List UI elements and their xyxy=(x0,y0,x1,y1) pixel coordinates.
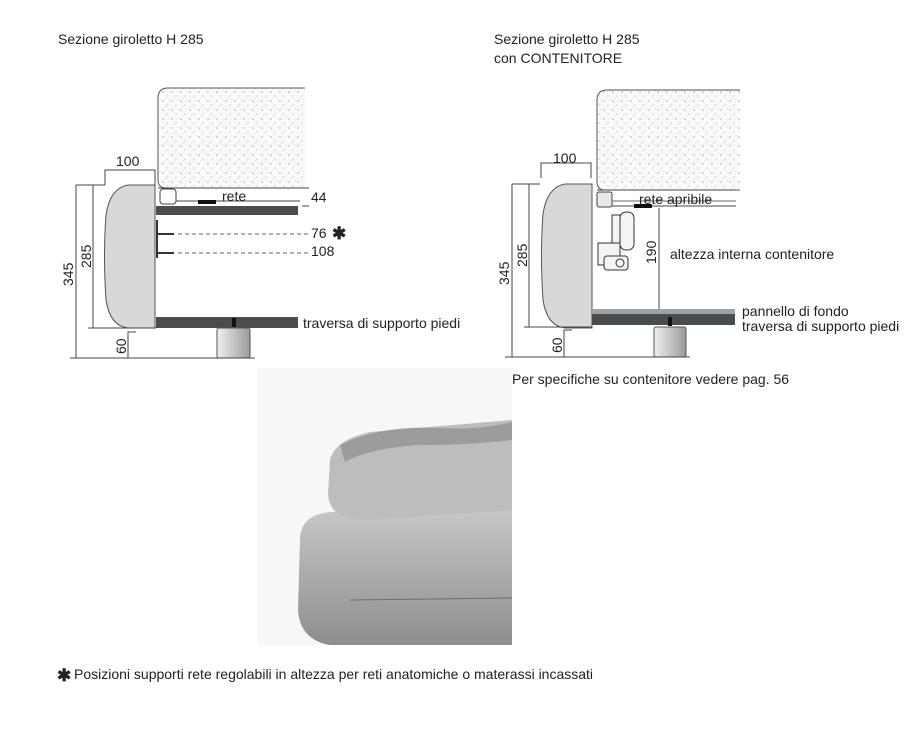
star-icon: ✱ xyxy=(332,224,346,243)
right-title-2: con CONTENITORE xyxy=(494,50,622,66)
rete-support-bar xyxy=(156,206,298,215)
label-traversa: traversa di supporto piedi xyxy=(742,318,899,334)
dim-width: 100 xyxy=(116,153,140,169)
dim-foot: 60 xyxy=(113,338,129,354)
star-icon: ✱ xyxy=(57,666,71,685)
dim-frame: 285 xyxy=(78,244,94,268)
side-panel xyxy=(104,184,156,329)
pannello-bar xyxy=(592,309,735,314)
left-title: Sezione giroletto H 285 xyxy=(58,31,204,47)
bed-photo xyxy=(258,368,513,645)
mattress xyxy=(157,87,305,189)
right-title-1: Sezione giroletto H 285 xyxy=(494,31,640,47)
dim-inner: 190 xyxy=(643,240,659,264)
left-section: 100 345 285 60 rete 44 76 ✱ 108 traversa… xyxy=(60,87,460,359)
note: Per specifiche su contenitore vedere pag… xyxy=(512,371,789,387)
footnote-text: Posizioni supporti rete regolabili in al… xyxy=(74,666,593,682)
dim-44: 44 xyxy=(311,189,327,205)
dim-foot: 60 xyxy=(549,337,565,353)
label-pannello: pannello di fondo xyxy=(742,303,849,319)
label-inner-height: altezza interna contenitore xyxy=(670,246,834,262)
mattress xyxy=(596,89,740,191)
dim-total: 345 xyxy=(60,262,76,286)
foot xyxy=(216,327,251,359)
label-rete-apribile: rete apribile xyxy=(639,191,712,207)
side-panel xyxy=(541,183,593,329)
label-traversa: traversa di supporto piedi xyxy=(303,315,460,331)
dim-total: 345 xyxy=(496,261,512,285)
traversa-bar xyxy=(156,317,298,328)
right-section: 100 345 285 60 190 rete apribile altezza… xyxy=(496,89,899,387)
dim-108: 108 xyxy=(311,243,335,259)
dim-width: 100 xyxy=(553,150,577,166)
label-rete: rete xyxy=(222,188,246,204)
foot xyxy=(653,326,687,358)
lift-mechanism-icon xyxy=(597,211,635,271)
traversa-bar xyxy=(592,314,735,325)
dim-frame: 285 xyxy=(514,243,530,267)
dim-76: 76 xyxy=(311,225,327,241)
